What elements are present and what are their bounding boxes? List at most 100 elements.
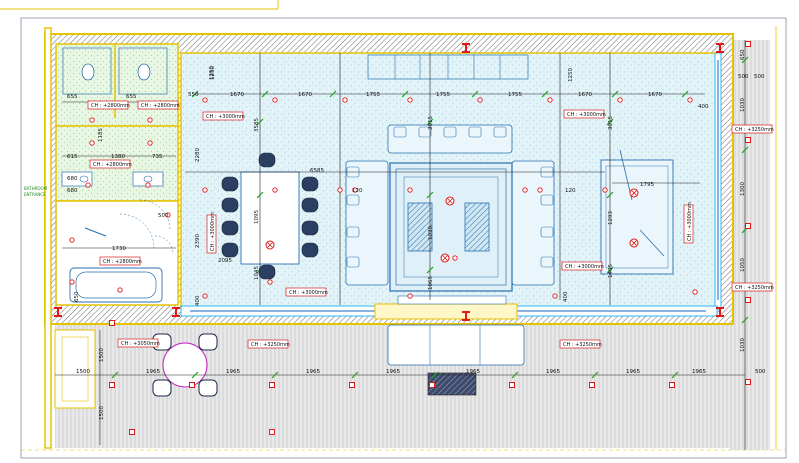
dimension-tick [431, 371, 439, 379]
dimension-tick [671, 371, 679, 379]
ceiling-light-icon [147, 140, 153, 146]
dimension-label: 650 [74, 291, 80, 302]
ceiling-tag-text: CH : +3000mm [687, 202, 693, 241]
dimension-label: 1185 [98, 128, 104, 142]
pendant-light-icon [445, 196, 455, 206]
dimension-label: 1030 [428, 226, 434, 240]
dining-chair-icon [301, 197, 319, 213]
cushion-icon [418, 126, 432, 138]
cushion-icon [540, 226, 554, 238]
ceiling-tag-text: CH : +3000mm [206, 114, 245, 120]
dining-chair-icon [221, 242, 239, 258]
dimension-label: 615 [67, 154, 78, 160]
dining-chair-icon [258, 152, 276, 168]
dimension-label: 2095 [218, 258, 232, 264]
dimension-label: 1965 [226, 369, 240, 375]
dimension-label: 120 [565, 188, 576, 194]
dimension-label: 1405 [608, 264, 614, 278]
outdoor-chair-icon [198, 333, 218, 351]
dimension-label: 680 [67, 176, 78, 182]
ceiling-height-tags: CH : +3000mm CH : +3000mm CH : +3000mm C… [87, 100, 774, 349]
small-annotations: BATHROOM ENTRANCE [24, 186, 48, 197]
ceiling-light-icon [687, 97, 693, 103]
dimension-tick [471, 90, 479, 98]
dimension-label: 3015 [428, 116, 434, 130]
ceiling-tag: CH : +3250mm [247, 339, 290, 349]
door-swing [154, 235, 174, 255]
terrace-light-icon [669, 382, 675, 388]
cushion-icon [540, 166, 554, 178]
dimension-label: 1755 [436, 92, 450, 98]
sofa-cushions [346, 126, 554, 268]
dimension-label: 1500 [99, 348, 105, 362]
ceiling-tag-text: CH : +2800mm [93, 162, 132, 168]
ceiling-light-icon [89, 140, 95, 146]
column-icon [716, 43, 724, 53]
ceiling-light-icon [272, 187, 278, 193]
ceiling-light-icon [85, 182, 91, 188]
terrace-lights [109, 41, 751, 435]
dimension-label: 6585 [310, 168, 324, 174]
dimension-texts-vertical: 1250 3585 3015 3015 1250 2280 2390 1095 … [74, 49, 746, 420]
ceiling-light-icon [267, 279, 273, 285]
column-icon [462, 43, 470, 53]
bathtub-icon [69, 267, 163, 303]
dimension-texts: 655 655 615 680 680 1380 735 500 1730 55… [67, 74, 766, 375]
terrace-light-icon [189, 382, 195, 388]
terrace-light-icon [269, 382, 275, 388]
ceiling-light-icon [145, 182, 151, 188]
dimension-tick [256, 191, 264, 199]
ceiling-tag-text: CH : +3000mm [565, 264, 604, 270]
ceiling-light-icon [272, 97, 278, 103]
column-icon [716, 307, 724, 317]
dimension-label: 1065 [428, 276, 434, 290]
dimension-label: 1250 [210, 66, 216, 80]
cushion-icon [443, 126, 457, 138]
dimension-label: 1293 [608, 211, 614, 225]
dimension-label: 1965 [626, 369, 640, 375]
terrace-light-icon [745, 223, 751, 229]
ceiling-light-icon [337, 187, 343, 193]
ceiling-light-icon [147, 117, 153, 123]
ceiling-lights [69, 97, 698, 299]
ceiling-light-icon [407, 293, 413, 299]
ceiling-tag-text: CH : +3250mm [563, 342, 602, 348]
ceiling-light-icon [165, 212, 171, 218]
ceiling-tag-text: CH : +3250mm [735, 285, 774, 291]
ceiling-light-icon [547, 97, 553, 103]
dimension-label: 400 [698, 104, 709, 110]
coffee-table [407, 202, 433, 252]
ceiling-tag: CH : +2800mm [87, 100, 130, 110]
dimension-label: 1965 [306, 369, 320, 375]
ceiling-tag-text: CH : +3000mm [567, 112, 606, 118]
dimension-label: 1670 [578, 92, 592, 98]
dimension-label: 680 [67, 188, 78, 194]
dimension-label: 3015 [608, 116, 614, 130]
ceiling-light-icon [352, 187, 358, 193]
cushion-icon [393, 126, 407, 138]
dimension-tick [741, 146, 749, 154]
terrace-light-icon [745, 379, 751, 385]
dimension-tick [256, 118, 264, 126]
ceiling-tag-text: CH : +3250mm [251, 342, 290, 348]
dimension-label: 1250 [209, 66, 215, 80]
outdoor-chair-icon [198, 379, 218, 397]
ceiling-light-icon [617, 97, 623, 103]
dimension-tick [329, 90, 337, 98]
bedroom-rug [600, 149, 674, 275]
dimension-label: 500 [754, 74, 765, 80]
coffee-table [464, 202, 490, 252]
dimension-tick [606, 266, 614, 274]
column-icon [54, 307, 62, 317]
dimension-label: 1050 [740, 258, 746, 272]
terrace-light-icon [109, 382, 115, 388]
ceiling-light-icon [522, 187, 528, 193]
dimension-label: 500 [738, 74, 749, 80]
dimension-label: 650 [740, 49, 746, 60]
structural-columns [54, 43, 724, 321]
dimension-tick [261, 90, 269, 98]
toilet-icon [81, 63, 95, 81]
cushion-icon [540, 194, 554, 206]
ceiling-light-icon [552, 293, 558, 299]
